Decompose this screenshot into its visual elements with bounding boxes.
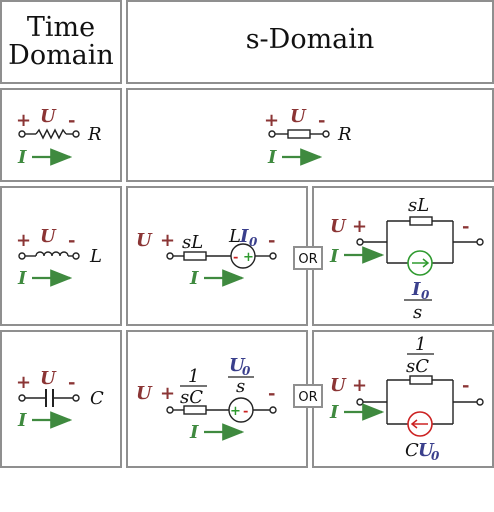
source-minus: - [233, 250, 238, 265]
or-label: OR [298, 252, 317, 267]
current-label: I [189, 422, 199, 443]
minus-sign: - [68, 230, 75, 251]
capacitor-series-circuit [166, 397, 277, 423]
resistor-label: R [87, 124, 102, 145]
current-label: I [17, 147, 27, 168]
parallel-num-var: I [411, 279, 421, 300]
imp-num: 1 [188, 366, 199, 387]
current-label: I [329, 246, 339, 267]
resistor-time-symbol [18, 128, 80, 140]
source-coef: L [228, 226, 241, 247]
plus-sign: + [16, 230, 31, 251]
capacitor-time-symbol [18, 389, 80, 407]
or-box [293, 246, 323, 270]
capacitor-label: C [90, 388, 104, 409]
resistor-label: R [337, 124, 352, 145]
source-var: I [239, 226, 249, 247]
parallel-sub: 0 [431, 449, 440, 463]
capacitor-series-cell [126, 330, 308, 468]
src-num-sub: 0 [242, 364, 251, 378]
source-minus: - [243, 404, 248, 419]
plus-sign: + [160, 230, 175, 251]
current-label: I [267, 147, 277, 168]
current-label: I [189, 268, 199, 289]
impedance-label: sL [182, 232, 203, 253]
minus-sign: - [462, 375, 469, 396]
header-s-cell [126, 0, 494, 84]
imp-den: sC [180, 387, 203, 408]
or-label: OR [298, 390, 317, 405]
impedance-label: sL [408, 195, 429, 216]
voltage-label: U [136, 230, 153, 251]
voltage-label: U [40, 368, 57, 389]
minus-sign: - [318, 110, 325, 131]
plus-sign: + [16, 372, 31, 393]
current-label: I [17, 268, 27, 289]
inductor-time-cell [0, 186, 122, 326]
inductor-parallel-circuit [356, 216, 484, 276]
source-sub: 0 [249, 235, 258, 249]
voltage-label: U [40, 226, 57, 247]
voltage-label: U [330, 375, 347, 396]
capacitor-parallel-cell [312, 330, 494, 468]
resistor-s-symbol [268, 129, 330, 139]
capacitor-time-cell [0, 330, 122, 468]
imp-den: sC [406, 356, 429, 377]
minus-sign: - [268, 230, 275, 251]
source-plus: + [230, 404, 241, 419]
parallel-var: U [418, 440, 435, 461]
parallel-den: s [413, 302, 422, 323]
plus-sign: + [16, 110, 31, 131]
src-den: s [236, 376, 245, 397]
inductor-label: L [89, 246, 102, 267]
plus-sign: + [352, 375, 367, 396]
header-time-cell [0, 0, 122, 84]
capacitor-parallel-circuit [356, 375, 484, 437]
voltage-label: U [136, 383, 153, 404]
minus-sign: - [462, 216, 469, 237]
header-s-domain: s-Domain [246, 24, 375, 55]
minus-sign: - [268, 383, 275, 404]
plus-sign: + [352, 216, 367, 237]
src-num-var: U [229, 355, 246, 376]
voltage-label: U [330, 216, 347, 237]
voltage-label: U [40, 106, 57, 127]
parallel-coef: C [405, 440, 419, 461]
plus-sign: + [160, 383, 175, 404]
current-label: I [17, 410, 27, 431]
voltage-label: U [290, 106, 307, 127]
or-box [293, 384, 323, 408]
current-label: I [329, 402, 339, 423]
minus-sign: - [68, 372, 75, 393]
header-time-line1: Time [27, 12, 95, 43]
parallel-num-sub: 0 [421, 288, 430, 302]
minus-sign: - [68, 110, 75, 131]
header-time-line2: Domain [8, 40, 114, 71]
inductor-time-symbol [18, 251, 80, 260]
inductor-series-circuit [166, 243, 277, 269]
source-plus: + [243, 250, 254, 265]
plus-sign: + [264, 110, 279, 131]
imp-num: 1 [415, 334, 426, 355]
